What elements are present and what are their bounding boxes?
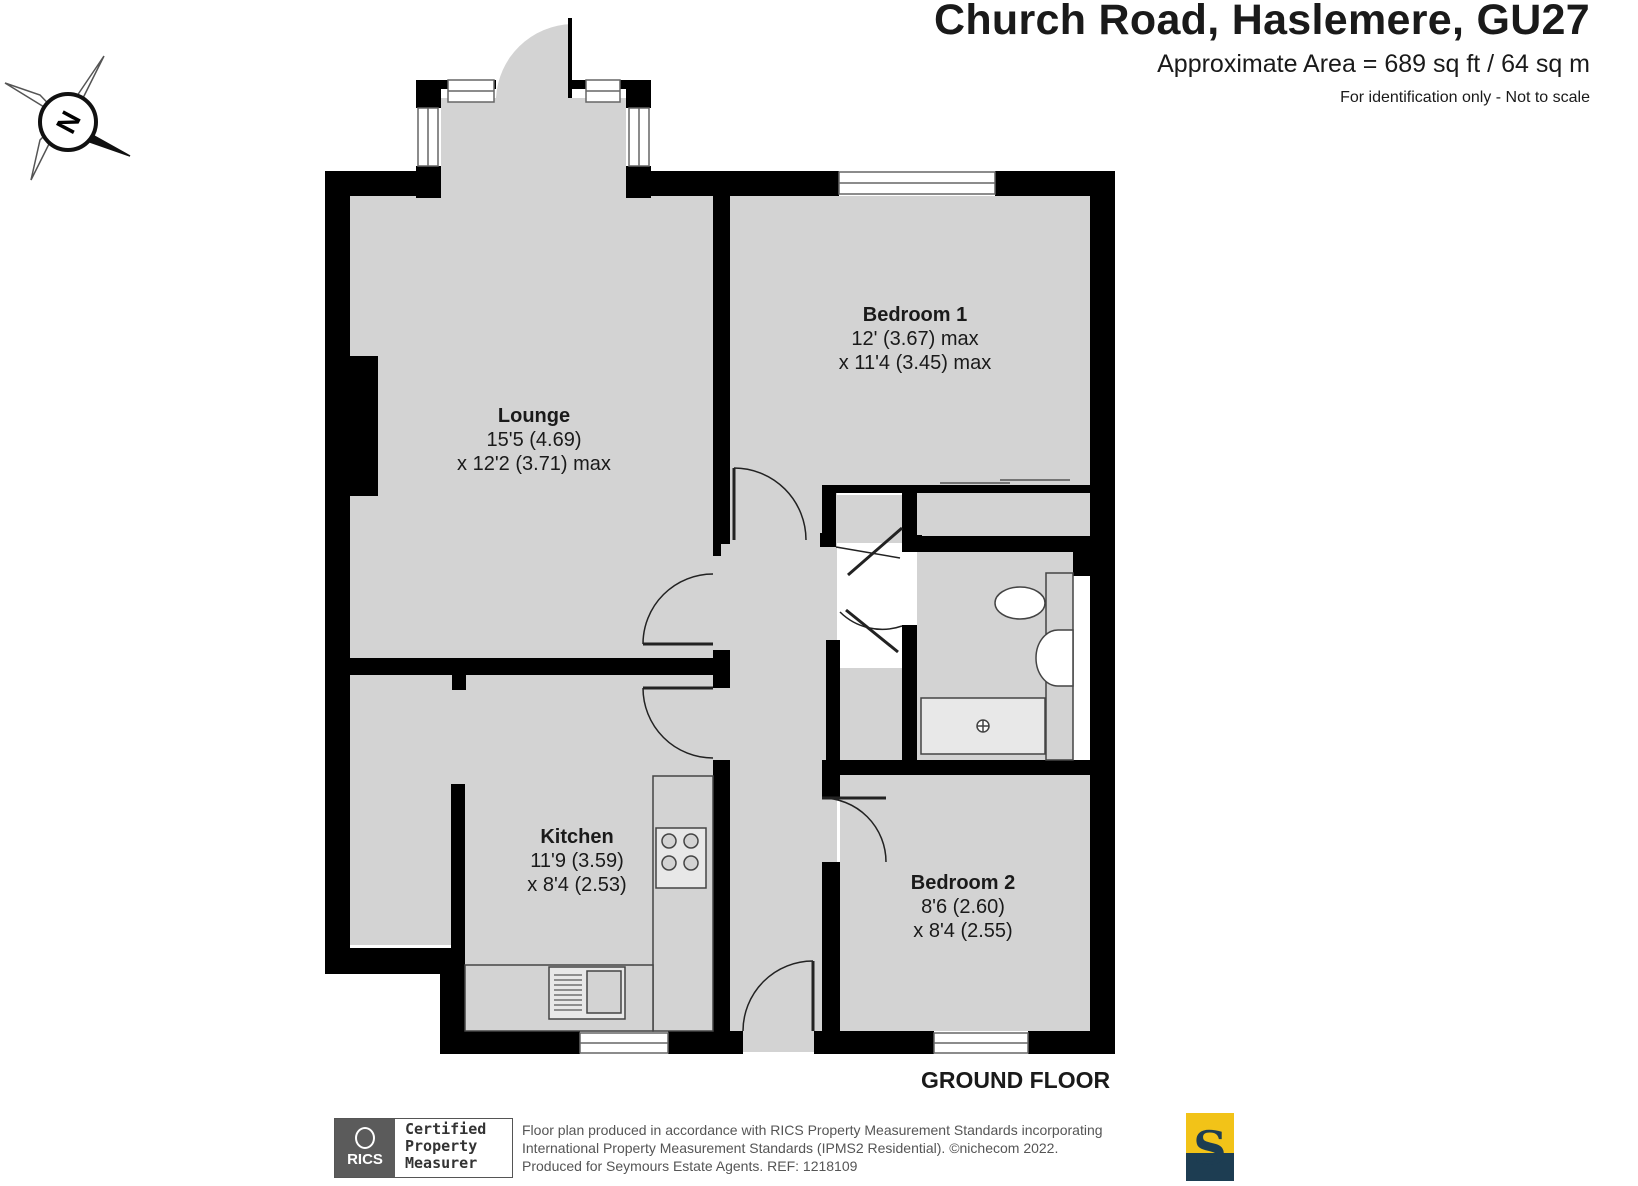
drainer (554, 974, 582, 1011)
kitchen-dim1: 11'9 (3.59) (530, 850, 624, 872)
disclaimer: Floor plan produced in accordance with R… (522, 1121, 1103, 1175)
bedroom2-dim2: x 8'4 (2.55) (913, 920, 1012, 942)
toilet-icon (994, 586, 1046, 620)
bathroom-fixtures (920, 572, 1074, 761)
approximate-area: Approximate Area = 689 sq ft / 64 sq m (1157, 50, 1590, 78)
disclaimer-line-2: International Property Measurement Stand… (522, 1140, 1059, 1156)
agent-logo: S (1186, 1113, 1234, 1181)
agent-logo-top (1186, 1113, 1234, 1153)
rics-word: RICS (347, 1151, 383, 1168)
lounge-dim2: x 12'2 (3.71) max (457, 453, 611, 475)
walls (325, 18, 1115, 1054)
bedroom2-dim1: 8'6 (2.60) (921, 896, 1005, 918)
lounge-dim1: 15'5 (4.69) (487, 429, 582, 451)
disclaimer-line-1: Floor plan produced in accordance with R… (522, 1122, 1103, 1138)
basin-icon (1035, 629, 1074, 687)
floor-area (350, 24, 1090, 1052)
lounge-name: Lounge (498, 405, 570, 427)
bedroom2-name: Bedroom 2 (911, 872, 1015, 894)
property-address-title: Church Road, Haslemere, GU27 (933, 0, 1590, 44)
floor-label: GROUND FLOOR (921, 1067, 1111, 1093)
kitchen-dim2: x 8'4 (2.53) (527, 874, 626, 896)
agent-logo-bottom (1186, 1153, 1234, 1181)
rics-badge: RICS Certified Property Measurer (334, 1118, 513, 1178)
identification-note: For identification only - Not to scale (1340, 89, 1590, 106)
kitchen-units (464, 775, 714, 1032)
rics-logo-panel: RICS (335, 1119, 395, 1177)
bedroom1-dim2: x 11'4 (3.45) max (839, 352, 991, 374)
bedroom1-name: Bedroom 1 (863, 304, 967, 326)
rics-lion-icon (355, 1127, 375, 1149)
door-swings (642, 467, 903, 1032)
windows (417, 79, 1029, 1054)
compass-icon: N (4, 55, 131, 181)
certified-measurer-text: Certified Property Measurer (405, 1120, 487, 1172)
wardrobe-doors (940, 479, 1070, 484)
bedroom1-dim1: 12' (3.67) max (851, 328, 978, 350)
agent-logo-letter: S (1193, 1121, 1227, 1175)
disclaimer-line-3: Produced for Seymours Estate Agents. REF… (522, 1158, 858, 1174)
kitchen-name: Kitchen (540, 826, 613, 848)
